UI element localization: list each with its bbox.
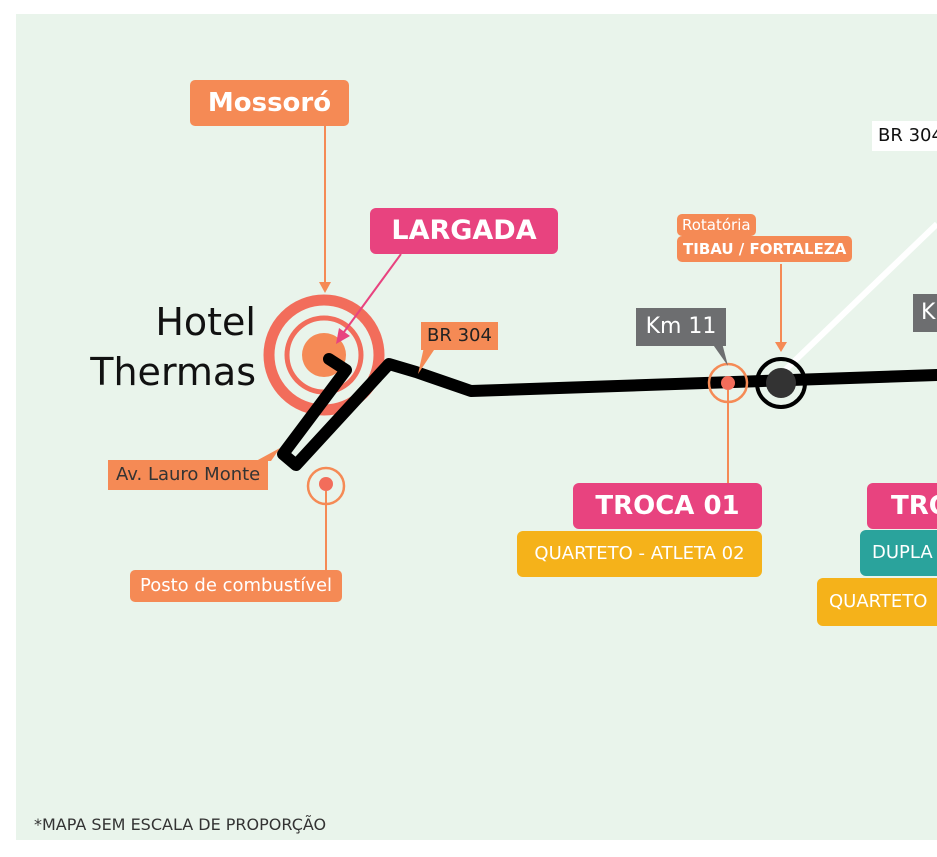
road-label-br304-right: BR 304	[872, 121, 937, 151]
roundabout-name: TIBAU / FORTALEZA	[677, 236, 853, 262]
br304-callout-tail	[418, 347, 436, 374]
roundabout-ring	[755, 357, 807, 409]
km11-pin-icon	[721, 376, 735, 390]
avenue-label: Av. Lauro Monte	[108, 460, 269, 490]
exchange-2-title: TRO	[867, 483, 937, 529]
largada-pointer	[343, 253, 402, 333]
city-label-mossoro: Mossoró	[190, 80, 349, 126]
br304-branch-road	[778, 221, 937, 377]
hotel-name-line1: Hotel	[155, 300, 256, 344]
exchange-1-title: TROCA 01	[573, 483, 762, 529]
mossoro-arrow-icon	[319, 282, 331, 293]
roundabout-arrow-icon	[775, 342, 787, 352]
gas-station-pin-icon	[319, 477, 333, 491]
avenue-callout-tail	[256, 448, 280, 461]
exchange-2-tag-quarteto: QUARTETO	[817, 578, 937, 626]
roundabout-icon	[766, 368, 796, 398]
hotel-name-line2: Thermas	[90, 350, 256, 394]
km-marker-partial: K	[913, 294, 937, 332]
roundabout-title: Rotatória	[677, 214, 756, 236]
hotel-outer-ring	[263, 294, 385, 416]
exchange-2-tag-dupla: DUPLA	[860, 530, 937, 576]
km-marker-11: Km 11	[636, 308, 726, 346]
hotel-access-road	[277, 353, 937, 471]
road-label-br304: BR 304	[421, 322, 498, 350]
road-layer	[256, 126, 937, 576]
start-label-largada: LARGADA	[370, 208, 558, 254]
scale-footnote: *MAPA SEM ESCALA DE PROPORÇÃO	[34, 815, 327, 834]
largada-arrow-icon	[336, 328, 350, 344]
route-map: Mossoró LARGADA Hotel Thermas BR 304 BR …	[16, 14, 937, 840]
exchange-1-tag: QUARTETO - ATLETA 02	[517, 531, 762, 577]
gas-station-label: Posto de combustível	[130, 570, 343, 602]
